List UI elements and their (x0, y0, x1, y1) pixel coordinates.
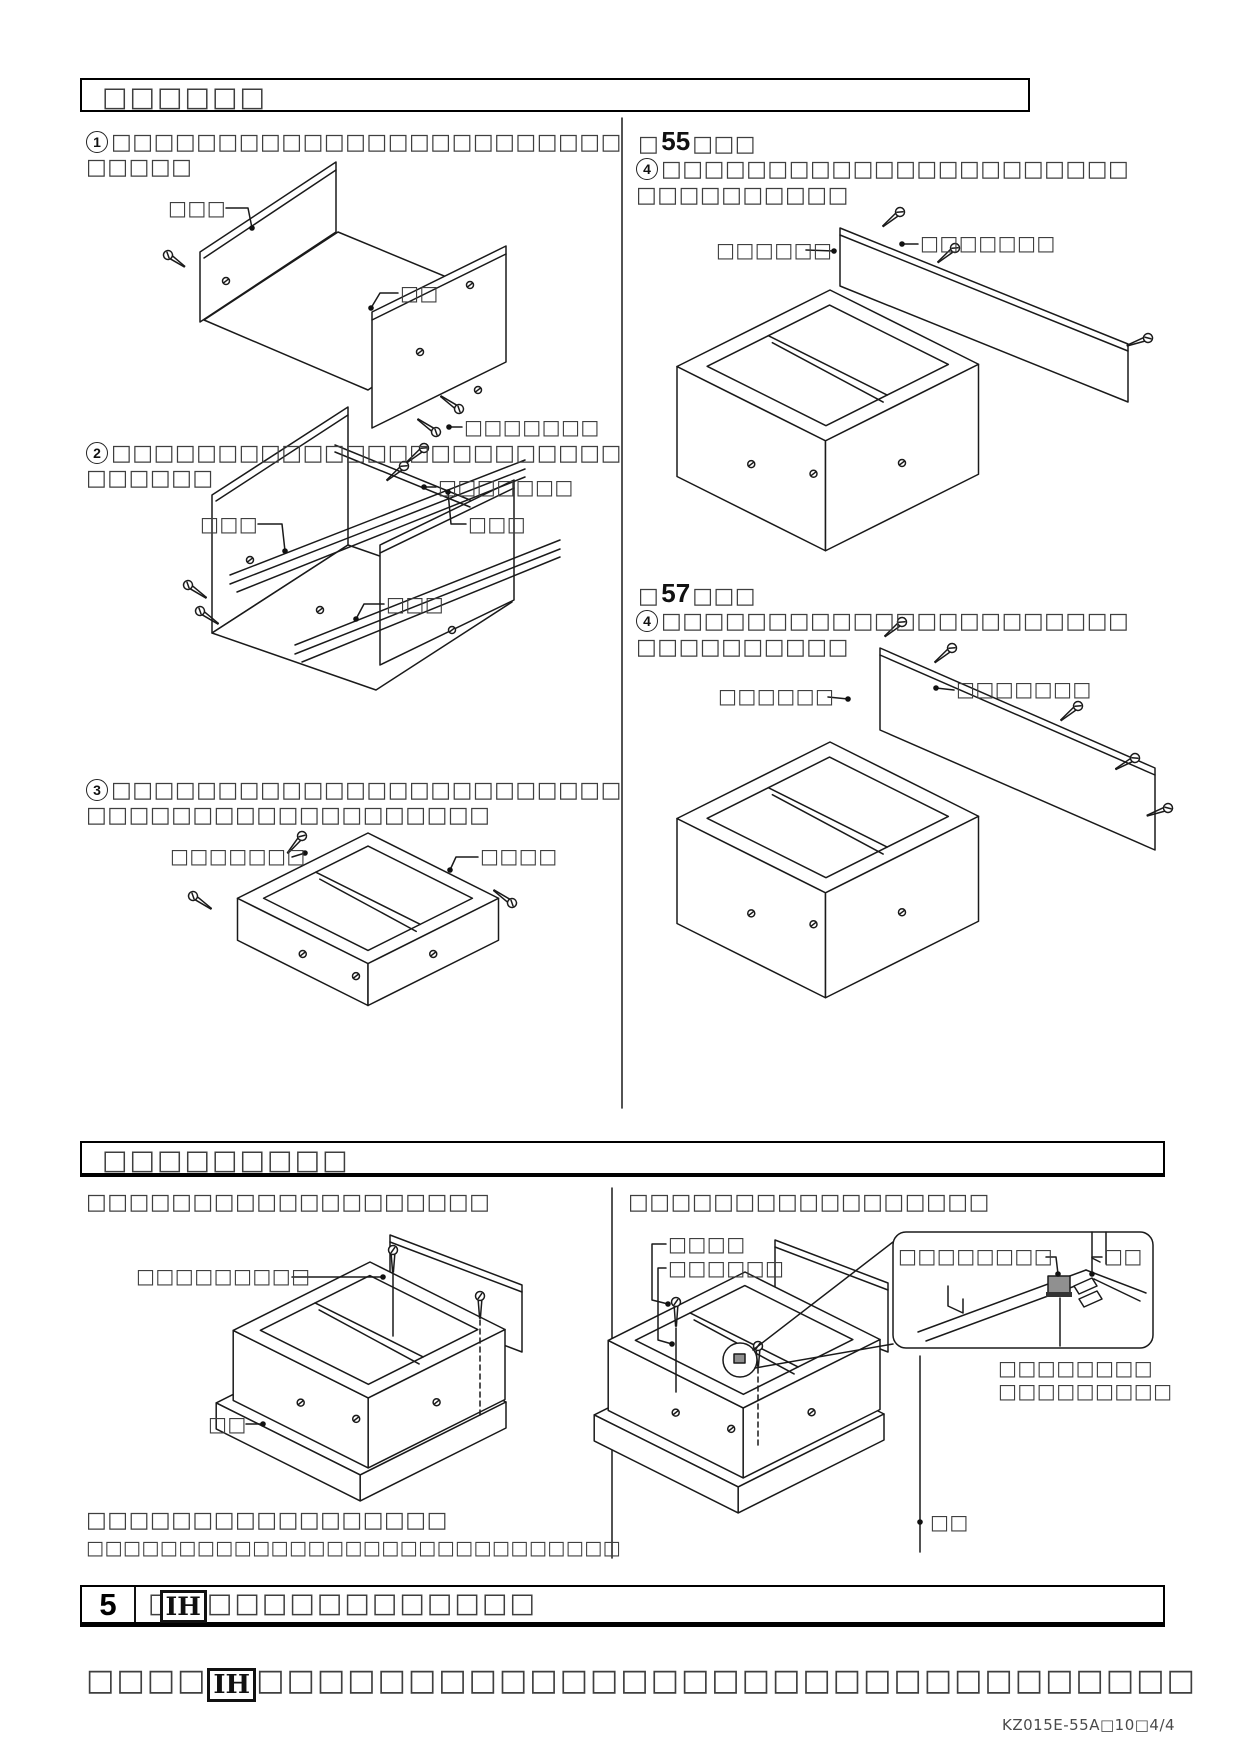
label-bl-screw: □□□□□□□□□ (136, 1264, 311, 1288)
label-55-back-guard: □□□□□□ (716, 238, 833, 262)
label-br-base: □□ (930, 1510, 969, 1534)
section-header-assembly: □□□□□□ (80, 78, 1030, 112)
label-bottom-panel: □□ (400, 281, 439, 305)
label-step2-screw: □□□□□□□ (438, 475, 574, 499)
inset-callout (892, 1231, 1154, 1349)
model55-step4-number: 4 (636, 158, 658, 180)
section-header2-title: □□□□□□□□□ (102, 1145, 350, 1176)
model55-number: 55 (661, 126, 691, 156)
step2-text-line1: 2□□□□□□□□□□□□□□□□□□□□□□□□ (86, 442, 622, 465)
section-header-mounting: □□□□□□□□□ (80, 1141, 1165, 1177)
step1-text-line1: 1□□□□□□□□□□□□□□□□□□□□□□□□ (86, 131, 622, 154)
section5-number: 5 (82, 1587, 136, 1622)
model57-number: 57 (661, 578, 691, 608)
label-inset-right: □□ (1104, 1244, 1143, 1268)
label-55-screw: □□□□□□□ (920, 231, 1056, 255)
step3-text-line2: □□□□□□□□□□□□□□□□□□□ (86, 803, 491, 828)
step1-text-line2: □□□□□ (86, 155, 193, 180)
section-header-title: □□□□□□ (102, 82, 268, 113)
ih-badge: IH (159, 1590, 207, 1623)
footer-ih-badge: IH (207, 1668, 257, 1702)
model55-heading: □55□□□ (638, 126, 757, 157)
footer-instruction: □□□□IH□□□□□□□□□□□□□□□□□□□□□□□□□□□□□□□ (86, 1663, 1197, 1702)
section5-header: 5 □IH□□□□□□□□□□□□ (80, 1585, 1165, 1627)
label-br-part-line2: □□□□□□ (668, 1256, 785, 1280)
diagram-step2 (182, 406, 561, 691)
step2-text-line2: □□□□□□ (86, 466, 214, 491)
bottom-left-note1: □□□□□□□□□□□□□□□□□ (86, 1508, 448, 1533)
model57-step4-line2: □□□□□□□□□□ (636, 635, 849, 660)
label-inset-left: □□□□□□□□ (898, 1244, 1054, 1268)
model57-heading: □57□□□ (638, 578, 757, 609)
label-57-back-guard: □□□□□□ (718, 684, 835, 708)
model55-step4-line1: 4□□□□□□□□□□□□□□□□□□□□□□ (636, 158, 1129, 181)
label-step1-screw: □□□□□□□ (464, 415, 600, 439)
diagram-bottom-left (215, 1234, 523, 1502)
step3-number: 3 (86, 779, 108, 801)
diagram-step1 (162, 161, 507, 438)
step1-number: 1 (86, 131, 108, 153)
label-bl-base: □□ (208, 1412, 247, 1436)
label-rail-left: □□□ (200, 512, 259, 536)
label-57-screw: □□□□□□□ (956, 677, 1092, 701)
section5-title: □IH□□□□□□□□□□□□ (148, 1590, 537, 1623)
label-top-frame: □□□□ (480, 844, 558, 868)
bottom-right-intro: □□□□□□□□□□□□□□□□□ (628, 1190, 990, 1215)
model57-step4-number: 4 (636, 610, 658, 632)
diagram-55 (676, 206, 1154, 552)
label-side-panel: □□□ (168, 196, 227, 220)
step3-text-line1: 3□□□□□□□□□□□□□□□□□□□□□□□□ (86, 779, 622, 802)
model57-step4-line1: 4□□□□□□□□□□□□□□□□□□□□□□ (636, 610, 1129, 633)
label-br-part-line1: □□□□ (668, 1232, 746, 1256)
diagram-step3 (187, 830, 518, 1007)
label-rail-mid: □□□ (386, 592, 445, 616)
inset-caption-line2: □□□□□□□□□ (998, 1379, 1173, 1403)
bottom-left-intro: □□□□□□□□□□□□□□□□□□□ (86, 1190, 491, 1215)
diagram-bottom-right (593, 1239, 923, 1553)
model55-step4-line2: □□□□□□□□□□ (636, 183, 849, 208)
inset-caption-line1: □□□□□□□□ (998, 1356, 1154, 1380)
diagram-57 (676, 616, 1174, 999)
document-id: KZ015E-55A□10□4/4 (1002, 1716, 1176, 1734)
label-rail-right: □□□ (468, 512, 527, 536)
step2-number: 2 (86, 442, 108, 464)
label-step3-screw: □□□□□□□ (170, 844, 306, 868)
bottom-left-note2: □□□□□□□□□□□□□□□□□□□□□□□□□□□□□ (86, 1537, 622, 1559)
